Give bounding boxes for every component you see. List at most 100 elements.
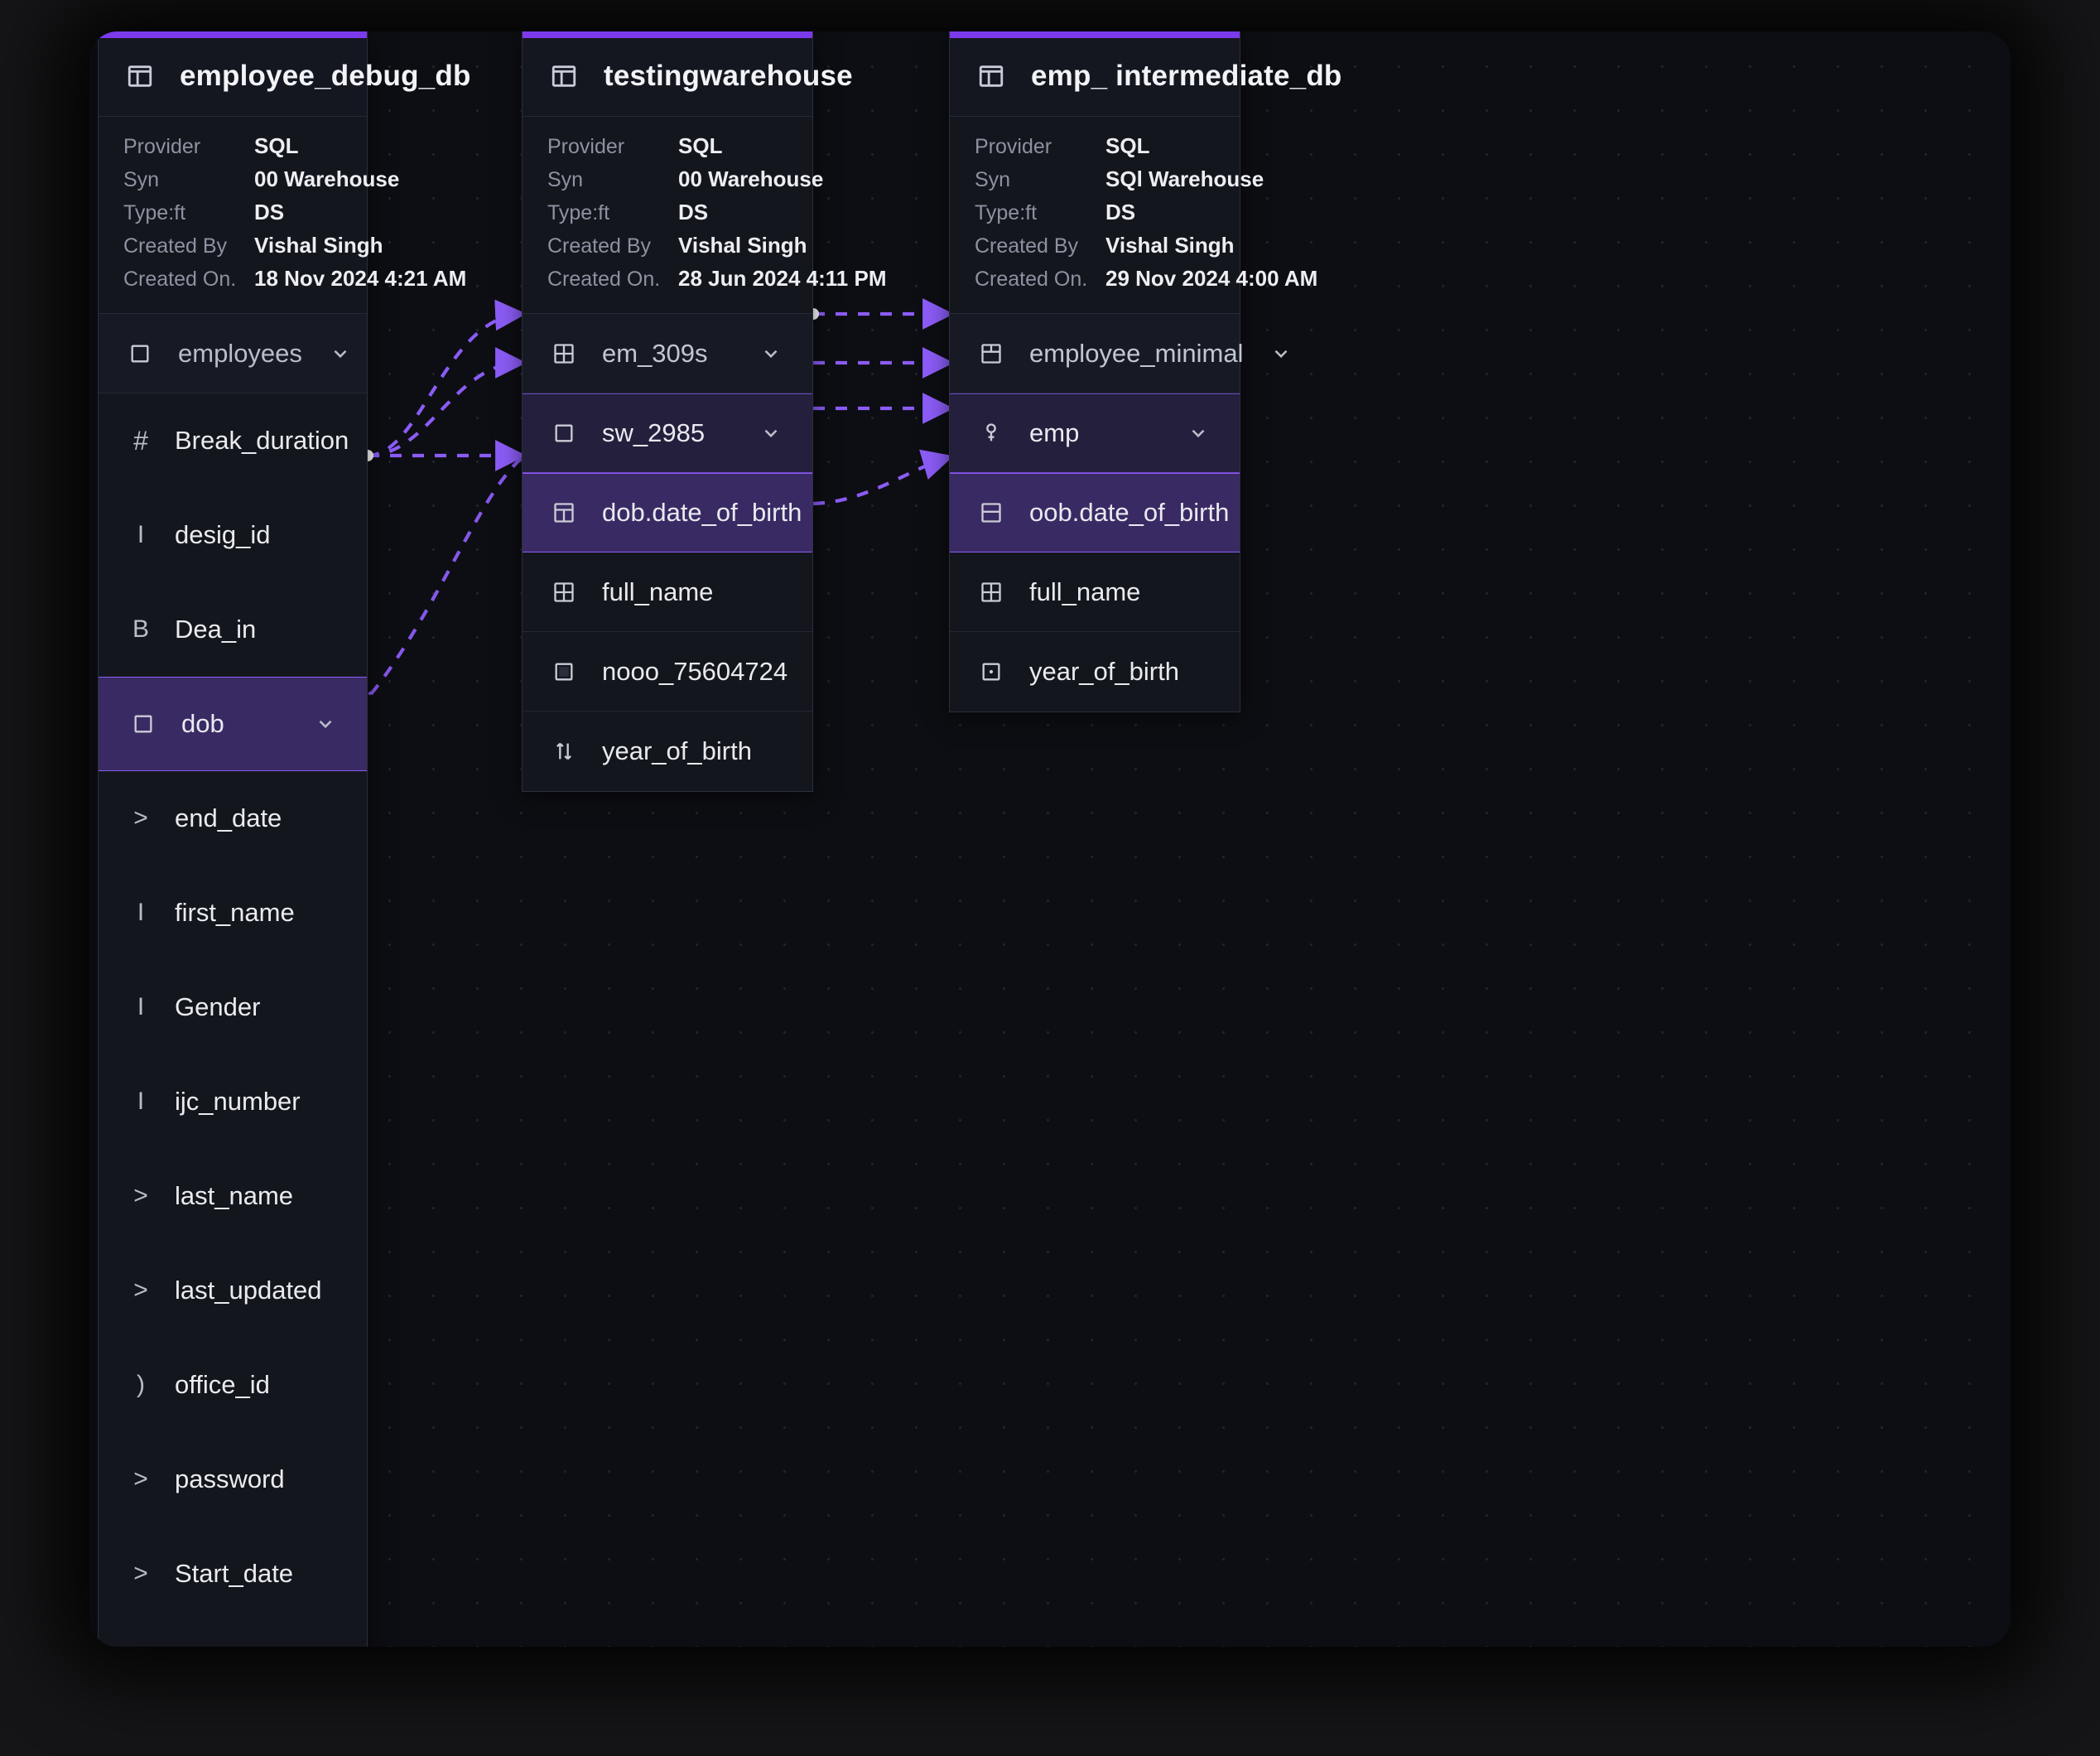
field-row-wort-qane[interactable]: IWort_qane [99, 1621, 367, 1647]
chevron-down-icon[interactable] [309, 713, 342, 735]
field-label: office_id [175, 1370, 270, 1399]
table-cell-icon [547, 496, 580, 529]
field-row-dob-date-of-birth[interactable]: dob.date_of_birth [523, 473, 812, 552]
field-label: last_updated [175, 1276, 322, 1305]
field-label: Gender [175, 992, 261, 1021]
node-accent-bar [523, 31, 812, 38]
meta-key: Created By [547, 234, 652, 258]
row-icon [975, 496, 1008, 529]
chevron-right-icon: > [133, 1182, 148, 1209]
square-outline-icon [547, 417, 580, 450]
chevron-down-icon[interactable] [754, 343, 788, 364]
field-row-password[interactable]: >password [99, 1432, 367, 1527]
group-row-employee-minimal[interactable]: employee_minimal [950, 314, 1288, 393]
meta-key: Created On. [547, 268, 661, 291]
field-label: emp [1029, 418, 1080, 447]
field-row-last-name[interactable]: > last_name [99, 1149, 367, 1243]
field-row-nooo-75604724[interactable]: nooo_75604724 [523, 632, 812, 712]
field-row-end-date[interactable]: > end_date [99, 771, 367, 866]
chevron-right-icon: > [133, 804, 148, 832]
grid-table-icon [547, 576, 580, 609]
field-row-office-id[interactable]: )office_id [99, 1338, 367, 1432]
meta-row-created-on: Created On. 28 Jun 2024 4:11 PM [547, 266, 886, 292]
field-label: year_of_birth [1029, 657, 1179, 686]
node-header[interactable]: testingwarehouse [523, 38, 853, 117]
grid-table-icon [975, 337, 1008, 370]
field-row-last-updated[interactable]: >last_updated [99, 1243, 367, 1338]
meta-value: 28 Jun 2024 4:11 PM [678, 266, 887, 291]
meta-value: 00 Warehouse [678, 166, 824, 191]
field-row-start-date[interactable]: >Start_date [99, 1527, 367, 1621]
field-row-full-name[interactable]: full_name [950, 552, 1240, 632]
group-row-employees[interactable]: employees [99, 314, 367, 393]
group-row-em-309s[interactable]: em_309s [523, 314, 812, 393]
field-label: Start_date [175, 1559, 294, 1588]
field-label: last_name [175, 1181, 294, 1210]
text-icon: I [137, 899, 145, 926]
boolean-icon: B [132, 615, 149, 643]
field-row-sw-2985[interactable]: sw_2985 [523, 393, 812, 473]
field-row-year-of-birth[interactable]: year_of_birth [523, 712, 812, 791]
node-title: testingwarehouse [604, 60, 853, 92]
field-label: ijc_number [175, 1087, 301, 1116]
meta-value: SQL [254, 133, 299, 158]
chevron-down-icon[interactable] [754, 422, 788, 444]
field-row-full-name[interactable]: full_name [523, 552, 812, 632]
field-label: end_date [175, 803, 282, 832]
sort-icon [547, 735, 580, 768]
number-icon: # [133, 425, 148, 456]
field-row-dob[interactable]: dob [99, 677, 367, 771]
meta-value: Vishal Singh [678, 233, 807, 258]
field-row-emp[interactable]: emp [950, 393, 1240, 473]
field-label: full_name [602, 576, 714, 606]
database-table-icon [547, 60, 580, 93]
meta-value: 18 Nov 2024 4:21 AM [254, 266, 467, 291]
chevron-down-icon[interactable] [1264, 343, 1298, 364]
field-row-year-of-birth[interactable]: year_of_birth [950, 632, 1240, 712]
square-outline-icon [123, 337, 157, 370]
meta-key: Type:ft [975, 201, 1038, 224]
meta-key: Provider [123, 135, 201, 158]
group-label: employee_minimal [1029, 338, 1244, 368]
chevron-down-icon[interactable] [324, 343, 357, 364]
node-title: employee_debug_db [180, 60, 471, 92]
node-header[interactable]: employee_debug_db [99, 38, 470, 117]
field-label: password [175, 1464, 285, 1493]
field-row-break-duration[interactable]: #Break_duration [99, 393, 367, 488]
field-label: first_name [175, 898, 295, 927]
field-row-oob-date-of-birth[interactable]: oob.date_of_birth [950, 473, 1240, 552]
chevron-down-icon[interactable] [1182, 422, 1215, 444]
dot-square-icon [975, 655, 1008, 688]
meta-key: Provider [547, 135, 625, 158]
meta-key: Syn [123, 168, 160, 191]
group-label: em_309s [602, 338, 708, 368]
node-accent-bar [99, 31, 367, 38]
field-label: dob.date_of_birth [602, 498, 802, 527]
meta-row-provider: Provider SQL [123, 133, 342, 159]
meta-key: Created On. [123, 268, 237, 291]
field-label: year_of_birth [602, 736, 752, 765]
node-header[interactable]: emp_ intermediate_db [950, 38, 1341, 117]
node-title: emp_ intermediate_db [1031, 60, 1342, 92]
meta-value: SQL [1105, 133, 1150, 158]
text-icon: I [137, 521, 145, 548]
filled-square-icon [547, 655, 580, 688]
